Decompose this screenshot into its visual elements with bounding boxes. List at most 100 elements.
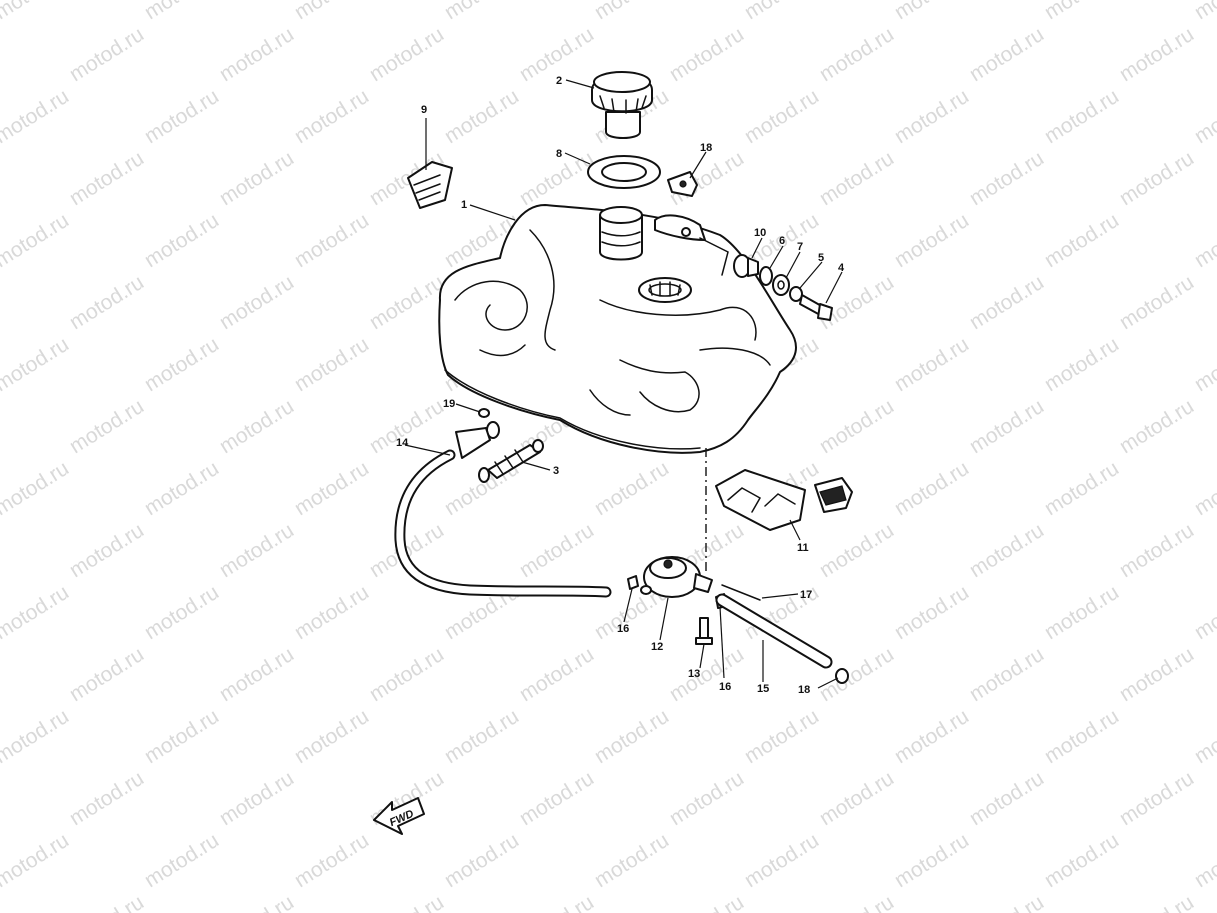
watermark-text: motod.ru xyxy=(1115,23,1197,86)
watermark-text: motod.ru xyxy=(590,705,672,768)
watermark-text: motod.ru xyxy=(215,271,297,334)
drain-fitting-icon xyxy=(478,408,544,483)
fuel-tank-icon xyxy=(438,204,797,454)
watermark-text: motod.ru xyxy=(215,767,297,830)
watermark-text: motod.ru xyxy=(815,395,897,458)
breather-hose-icon xyxy=(715,584,849,684)
watermark-text: motod.ru xyxy=(740,85,822,148)
watermark-text: motod.ru xyxy=(1115,519,1197,582)
watermark-text: motod.ru xyxy=(1190,457,1217,520)
watermark-text: motod.ru xyxy=(440,85,522,148)
watermark-text: motod.ru xyxy=(815,519,897,582)
watermark-text: motod.ru xyxy=(965,891,1047,913)
watermark-text: motod.ru xyxy=(1190,705,1217,768)
watermark-text: motod.ru xyxy=(1040,0,1122,24)
callout-16-right: 16 xyxy=(719,681,731,693)
watermark-text: motod.ru xyxy=(1115,891,1197,913)
callout-1: 1 xyxy=(461,199,467,211)
watermark-text: motod.ru xyxy=(965,147,1047,210)
watermark-text: motod.ru xyxy=(665,23,747,86)
watermark-text: motod.ru xyxy=(1190,581,1217,644)
watermark-text: motod.ru xyxy=(65,519,147,582)
watermark-text: motod.ru xyxy=(65,23,147,86)
cap-gasket-icon xyxy=(587,155,661,189)
watermark-text: motod.ru xyxy=(440,705,522,768)
callout-6: 6 xyxy=(779,235,785,247)
watermark-text: motod.ru xyxy=(65,395,147,458)
watermark-text: motod.ru xyxy=(215,395,297,458)
callout-16-left: 16 xyxy=(617,623,629,635)
watermark-text: motod.ru xyxy=(815,767,897,830)
watermark-text: motod.ru xyxy=(890,0,972,24)
callout-8: 8 xyxy=(556,148,562,160)
watermark-text: motod.ru xyxy=(590,829,672,892)
watermark-text: motod.ru xyxy=(515,519,597,582)
watermark-text: motod.ru xyxy=(890,85,972,148)
watermark-text: motod.ru xyxy=(515,767,597,830)
watermark-text: motod.ru xyxy=(1190,85,1217,148)
watermark-text: motod.ru xyxy=(140,457,222,520)
watermark-text: motod.ru xyxy=(1040,829,1122,892)
callout-19: 19 xyxy=(443,398,455,410)
callout-17: 17 xyxy=(800,589,812,601)
watermark-text: motod.ru xyxy=(1190,209,1217,272)
watermark-text: motod.ru xyxy=(1190,333,1217,396)
callout-14: 14 xyxy=(396,437,409,449)
fuel-cock-icon xyxy=(640,556,713,598)
watermark-text: motod.ru xyxy=(65,643,147,706)
watermark-text: motod.ru xyxy=(1115,271,1197,334)
watermark-text: motod.ru xyxy=(590,0,672,24)
watermark-text: motod.ru xyxy=(965,395,1047,458)
watermark-text: motod.ru xyxy=(815,147,897,210)
watermark-text: motod.ru xyxy=(215,147,297,210)
callout-11: 11 xyxy=(797,542,809,554)
watermark-text: motod.ru xyxy=(0,581,73,644)
watermark-text: motod.ru xyxy=(290,581,372,644)
watermark-text: motod.ru xyxy=(890,705,972,768)
watermark-text: motod.ru xyxy=(1040,457,1122,520)
watermark-text: motod.ru xyxy=(965,271,1047,334)
watermark-text: motod.ru xyxy=(1190,829,1217,892)
fuel-hose-icon xyxy=(394,427,612,598)
callout-18-top: 18 xyxy=(700,142,712,154)
watermark-text: motod.ru xyxy=(1040,333,1122,396)
watermark-text: motod.ru xyxy=(140,209,222,272)
watermark-text: motod.ru xyxy=(65,891,147,913)
watermark-text: motod.ru xyxy=(440,0,522,24)
watermark-text: motod.ru xyxy=(215,23,297,86)
watermark-text: motod.ru xyxy=(140,333,222,396)
watermark-text: motod.ru xyxy=(890,457,972,520)
watermark-text: motod.ru xyxy=(0,333,73,396)
callout-13: 13 xyxy=(688,668,700,680)
watermark-text: motod.ru xyxy=(965,643,1047,706)
watermark-text: motod.ru xyxy=(1115,395,1197,458)
watermark-text: motod.ru xyxy=(815,23,897,86)
callout-7: 7 xyxy=(797,241,803,253)
watermark-text: motod.ru xyxy=(65,767,147,830)
tank-bracket-icon xyxy=(715,469,853,531)
watermark-text: motod.ru xyxy=(515,891,597,913)
watermark-text: motod.ru xyxy=(0,705,73,768)
watermark-text: motod.ru xyxy=(815,271,897,334)
watermark-text: motod.ru xyxy=(1115,767,1197,830)
watermark-text: motod.ru xyxy=(1040,581,1122,644)
watermark-text: motod.ru xyxy=(140,829,222,892)
watermark-text: motod.ru xyxy=(665,767,747,830)
watermark-text: motod.ru xyxy=(665,891,747,913)
label-plate-icon xyxy=(407,161,453,209)
watermark-text: motod.ru xyxy=(890,209,972,272)
watermark-text: motod.ru xyxy=(290,333,372,396)
watermark-text: motod.ru xyxy=(365,643,447,706)
watermark-text: motod.ru xyxy=(0,209,73,272)
watermark-text: motod.ru xyxy=(140,705,222,768)
watermark-text: motod.ru xyxy=(0,457,73,520)
watermark-text: motod.ru xyxy=(365,891,447,913)
watermark-text: motod.ru xyxy=(1040,209,1122,272)
watermark-text: motod.ru xyxy=(890,581,972,644)
callout-18-bottom: 18 xyxy=(798,684,810,696)
watermark-text: motod.ru xyxy=(740,705,822,768)
leader-lines xyxy=(404,79,843,689)
bracket-clip-icon xyxy=(667,171,698,197)
watermark-text: motod.ru xyxy=(1115,147,1197,210)
callout-10: 10 xyxy=(754,227,766,239)
